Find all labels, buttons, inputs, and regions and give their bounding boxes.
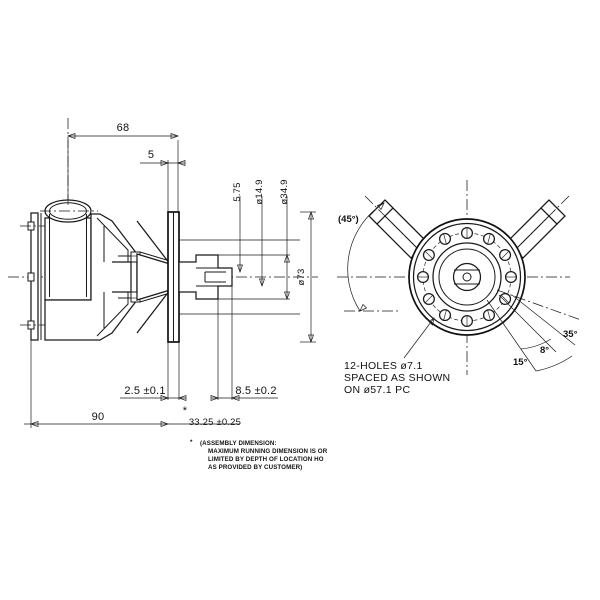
angle-arc-inner <box>520 338 552 350</box>
dimension-5-75: 5.75 <box>232 182 243 274</box>
assembly-dimension-footnote: * (ASSEMBLY DIMENSION: MAXIMUM RUNNING D… <box>190 439 328 471</box>
angle-label-45: (45°) <box>338 214 359 225</box>
projection-lines-right <box>179 239 300 315</box>
hole-centerline <box>424 250 434 260</box>
neck-cone-profile <box>136 253 171 301</box>
hole-radial-centerlines <box>417 227 517 327</box>
hole-note-line-1: 12-HOLES ø7.1 <box>344 360 423 372</box>
hole-centerline <box>443 309 447 321</box>
angle-leader-8 <box>498 294 557 353</box>
hole-centerline <box>487 233 491 245</box>
inlet-barrel-body <box>44 217 92 301</box>
arrow-90-left <box>29 421 39 427</box>
arrow-68-left <box>66 133 76 139</box>
arrow-5-left <box>160 160 170 166</box>
dimension-68: 68 <box>66 122 180 212</box>
dimension-2-5-tol: 2.5 ±0.1 <box>120 300 187 401</box>
dim-label-5-75: 5.75 <box>232 182 243 201</box>
arrow-90-right <box>160 421 170 427</box>
dim-label-90: 90 <box>92 411 105 423</box>
hole-note-line-2: SPACED AS SHOWN <box>344 372 450 384</box>
dimension-8-5-tol: 8.5 ±0.2 <box>210 286 278 401</box>
footnote-line-4: AS PROVIDED BY CUSTOMER) <box>208 464 302 471</box>
hole-centerline <box>424 294 434 304</box>
angle-label-8: 8° <box>540 345 549 356</box>
dimension-dia-73: ø73 <box>296 210 316 344</box>
dimension-dia-14-9: ø14.9 <box>254 179 265 288</box>
footnote-asterisk: * <box>190 439 193 446</box>
hole-centerline <box>487 309 491 321</box>
angle-45-annotation: (45°) <box>338 202 400 312</box>
arrow-5-right <box>176 160 186 166</box>
dim-label-2-5-tol: 2.5 ±0.1 <box>124 385 165 397</box>
neck-inner-taper <box>139 251 171 303</box>
angle-leader-15 <box>486 299 537 372</box>
right-port-centerline <box>493 195 570 272</box>
right-angled-port <box>493 195 570 272</box>
arrow-73-bottom <box>308 334 314 344</box>
dimension-90-and-3325: 90 * 33.25 ±0.25 <box>24 340 241 428</box>
dimension-5: 5 <box>140 149 186 212</box>
flange-outer-circle <box>408 218 526 336</box>
output-shaft <box>178 254 233 300</box>
angle-arc-outer <box>535 355 573 372</box>
shaft-bore-circle <box>452 262 482 292</box>
hole-note-line-3: ON ø57.1 PC <box>344 384 410 396</box>
hole-centerline <box>500 250 510 260</box>
arrow-2-5-right <box>177 395 187 401</box>
mounting-flange-disc <box>167 211 180 343</box>
dimension-dia-34-9: ø34.9 <box>279 179 290 301</box>
dim-label-dia-14-9: ø14.9 <box>254 179 265 204</box>
arrow-73-top <box>308 210 314 220</box>
footnote-line-1: (ASSEMBLY DIMENSION: <box>200 440 277 447</box>
angle-leader-35 <box>511 294 576 346</box>
hole-centerline <box>500 294 510 304</box>
dim-label-68: 68 <box>117 122 130 134</box>
tapered-neck <box>136 220 171 334</box>
hole-note-leader <box>403 317 435 359</box>
angle-label-35: 35° <box>563 329 578 340</box>
arrow-14-9 <box>259 278 265 288</box>
arrow-34-9-bottom <box>284 291 290 301</box>
dim-label-dia-34-9: ø34.9 <box>279 179 290 204</box>
flange-outer-circle-inner <box>412 222 522 332</box>
dim-label-5: 5 <box>148 149 154 161</box>
left-angled-port <box>364 195 441 272</box>
bearing-housing-bore <box>112 261 132 293</box>
angle-45-arrow-low <box>359 303 368 312</box>
neck-outer-taper <box>136 220 171 334</box>
flange-pilot-circle-inner <box>438 248 496 306</box>
dim-label-dia-73: ø73 <box>296 269 307 286</box>
angle-label-15: 15° <box>513 357 528 368</box>
left-port-centerline <box>364 195 441 272</box>
dim-label-8-5-tol: 8.5 ±0.2 <box>235 385 276 397</box>
angle-fan-annotation: 15° 8° 35° <box>486 289 582 372</box>
hole-pattern-note: 12-HOLES ø7.1 SPACED AS SHOWN ON ø57.1 P… <box>344 317 450 396</box>
side-section-view: 68 5 5.75 ø14.9 ø34.9 <box>8 118 328 471</box>
arrow-2-5-left <box>160 395 170 401</box>
arrow-34-9-top <box>284 253 290 263</box>
hole-centerline <box>443 233 447 245</box>
arrow-8-5-left <box>210 395 220 401</box>
flange-bolt-boss-mid <box>27 272 35 282</box>
footnote-line-3: LIMITED BY DEPTH OF LOCATION HO <box>208 456 324 463</box>
right-port-rim <box>540 199 566 225</box>
inlet-port-cylinder <box>40 199 98 301</box>
asterisk-marker-3325: * <box>183 405 188 417</box>
front-end-view: (45°) 15° 8° 35° 12-HOLES ø7.1 SPACED AS… <box>337 180 582 396</box>
angle-45-arc <box>347 202 385 312</box>
angle-45-arrow-high <box>376 202 385 211</box>
shaft-center-circle <box>462 272 472 282</box>
footnote-line-2: MAXIMUM RUNNING DIMENSION IS OR <box>208 448 328 455</box>
hole-note-arrow <box>428 317 435 326</box>
arrow-8-5-right <box>230 395 240 401</box>
arrow-5-75 <box>237 264 243 274</box>
dim-label-3325: 33.25 ±0.25 <box>189 417 241 428</box>
arrow-68-right <box>170 133 180 139</box>
flange-pilot-circle <box>432 242 502 312</box>
angle-ref-line-a <box>496 289 582 321</box>
